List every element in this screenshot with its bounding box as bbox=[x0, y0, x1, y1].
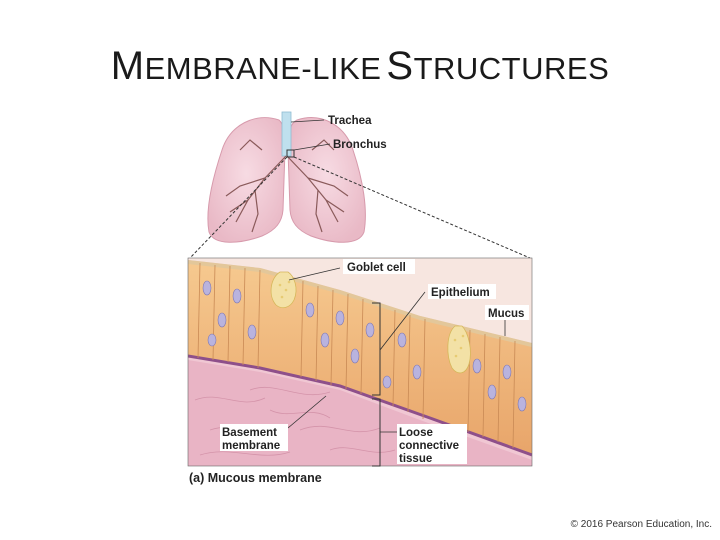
loose-label-line3: tissue bbox=[399, 453, 432, 465]
trachea-label: Trachea bbox=[328, 115, 372, 127]
basement-label-line2: membrane bbox=[222, 440, 280, 452]
goblet-cell-1 bbox=[271, 272, 296, 308]
loose-label-line2: connective bbox=[399, 440, 459, 452]
mucus-label: Mucus bbox=[488, 308, 524, 320]
figure-caption: (a) Mucous membrane bbox=[189, 471, 322, 485]
goblet-cell-label: Goblet cell bbox=[347, 262, 406, 274]
trachea-tube bbox=[282, 112, 291, 156]
left-lung bbox=[208, 118, 285, 243]
loose-label-line1: Loose bbox=[399, 427, 433, 439]
epithelium-label: Epithelium bbox=[431, 287, 490, 299]
bronchus-label: Bronchus bbox=[333, 139, 387, 151]
right-lung bbox=[288, 118, 365, 243]
copyright-notice: © 2016 Pearson Education, Inc. bbox=[571, 519, 712, 530]
basement-label-line1: Basement bbox=[222, 427, 277, 439]
